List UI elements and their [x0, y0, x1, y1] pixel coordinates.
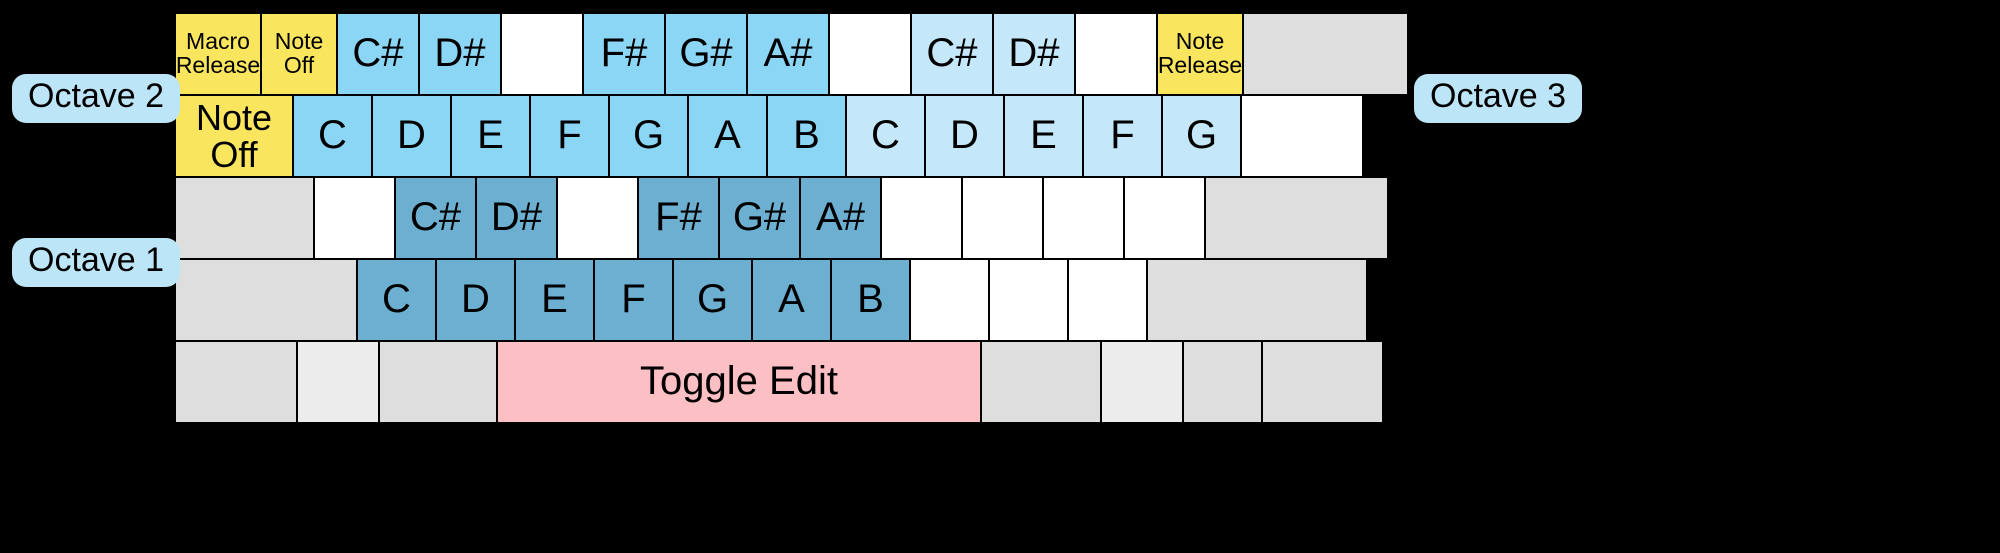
key-b[interactable]: B [766, 94, 847, 178]
key-toggle-edit[interactable]: Toggle Edit [496, 340, 982, 424]
key-c-sharp[interactable]: C# [394, 176, 477, 260]
key-d-sharp[interactable]: D# [418, 12, 502, 96]
key-unassigned [1204, 176, 1389, 260]
key-c[interactable]: C [845, 94, 926, 178]
key-unassigned [1042, 176, 1125, 260]
key-d[interactable]: D [435, 258, 516, 342]
key-g[interactable]: G [1161, 94, 1242, 178]
key-unassigned [378, 340, 498, 424]
key-unassigned [296, 340, 380, 424]
key-e[interactable]: E [450, 94, 531, 178]
key-unassigned [828, 12, 912, 96]
key-unassigned [1123, 176, 1206, 260]
key-unassigned [174, 258, 358, 342]
key-note-off[interactable]: Note Off [174, 94, 294, 178]
key-unassigned [556, 176, 639, 260]
key-a[interactable]: A [751, 258, 832, 342]
key-macro-release[interactable]: Macro Release [174, 12, 262, 96]
key-f[interactable]: F [593, 258, 674, 342]
key-unassigned [174, 176, 315, 260]
key-unassigned [313, 176, 396, 260]
key-d[interactable]: D [924, 94, 1005, 178]
key-unassigned [174, 340, 298, 424]
key-c-sharp[interactable]: C# [910, 12, 994, 96]
key-e[interactable]: E [514, 258, 595, 342]
key-f-sharp[interactable]: F# [637, 176, 720, 260]
keyboard-row-home-letter-row: C#D# F#G#A# [174, 176, 1390, 260]
key-d-sharp[interactable]: D# [475, 176, 558, 260]
key-a-sharp[interactable]: A# [799, 176, 882, 260]
key-e[interactable]: E [1003, 94, 1084, 178]
key-c[interactable]: C [292, 94, 373, 178]
key-f[interactable]: F [1082, 94, 1163, 178]
key-unassigned [1182, 340, 1263, 424]
keyboard-row-modifier-row: Toggle Edit [174, 340, 1390, 424]
key-unassigned [1074, 12, 1158, 96]
key-note-off[interactable]: Note Off [260, 12, 338, 96]
key-unassigned [961, 176, 1044, 260]
key-f[interactable]: F [529, 94, 610, 178]
key-a[interactable]: A [687, 94, 768, 178]
key-b[interactable]: B [830, 258, 911, 342]
key-g[interactable]: G [608, 94, 689, 178]
key-unassigned [880, 176, 963, 260]
octave-2-label: Octave 2 [12, 74, 181, 124]
key-note-release[interactable]: Note Release [1156, 12, 1244, 96]
octave-3-label: Octave 3 [1414, 74, 1583, 124]
key-unassigned [988, 258, 1069, 342]
key-g-sharp[interactable]: G# [718, 176, 801, 260]
key-d[interactable]: D [371, 94, 452, 178]
key-unassigned [1100, 340, 1184, 424]
key-g-sharp[interactable]: G# [664, 12, 748, 96]
key-c-sharp[interactable]: C# [336, 12, 420, 96]
key-f-sharp[interactable]: F# [582, 12, 666, 96]
key-d-sharp[interactable]: D# [992, 12, 1076, 96]
key-unassigned [1242, 12, 1409, 96]
octave-1-label: Octave 1 [12, 238, 181, 288]
key-unassigned [1146, 258, 1368, 342]
key-unassigned [1240, 94, 1364, 178]
key-unassigned [980, 340, 1102, 424]
key-unassigned [909, 258, 990, 342]
key-unassigned [1261, 340, 1384, 424]
key-a-sharp[interactable]: A# [746, 12, 830, 96]
key-unassigned [1067, 258, 1148, 342]
key-c[interactable]: C [356, 258, 437, 342]
key-g[interactable]: G [672, 258, 753, 342]
key-unassigned [500, 12, 584, 96]
